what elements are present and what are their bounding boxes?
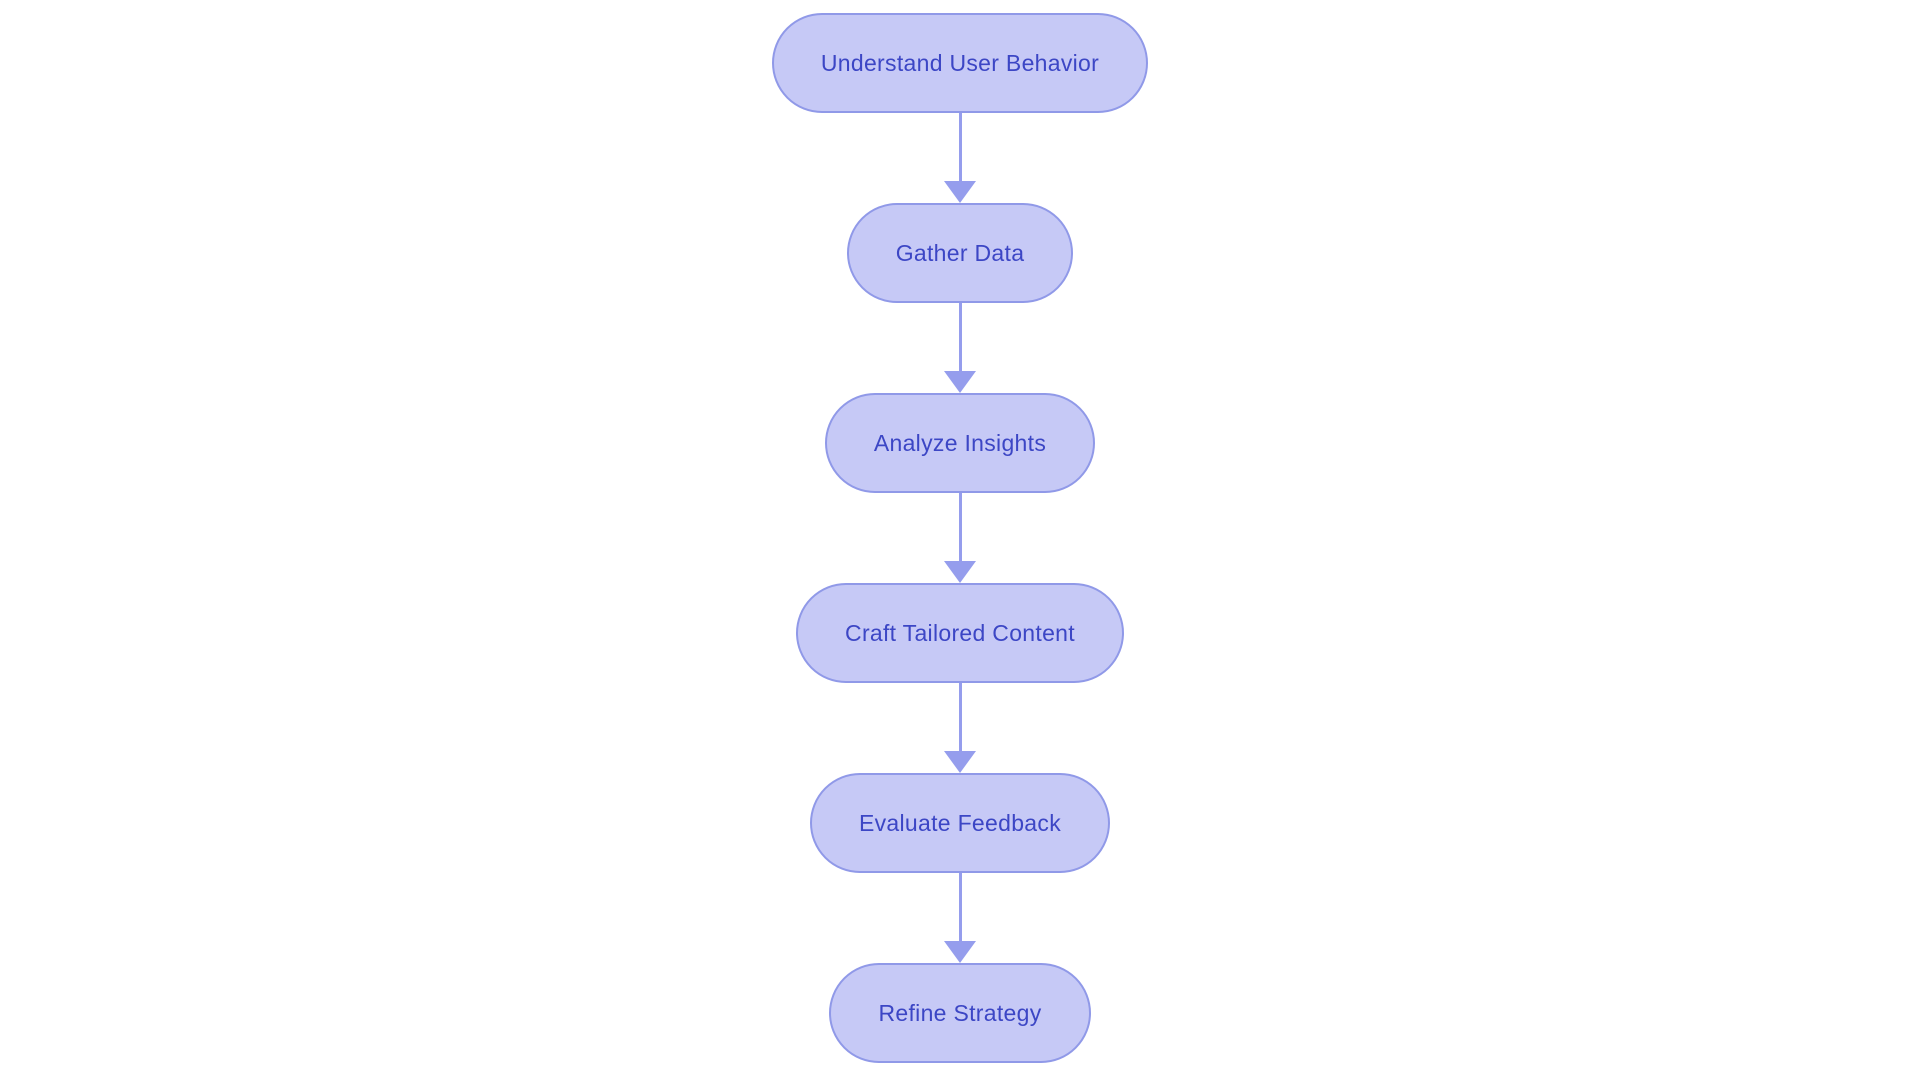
arrow-head-icon [944, 181, 976, 203]
arrow-line [958, 683, 962, 751]
arrow-head-icon [944, 371, 976, 393]
arrow-line [958, 873, 962, 941]
flow-connector-1 [944, 113, 976, 203]
flow-node-understand-user-behavior: Understand User Behavior [771, 13, 1149, 113]
arrow-head-icon [944, 941, 976, 963]
arrow-line [958, 493, 962, 561]
arrow-line [958, 303, 962, 371]
flow-node-analyze-insights: Analyze Insights [824, 393, 1096, 493]
arrow-head-icon [944, 751, 976, 773]
flow-connector-3 [944, 493, 976, 583]
flow-node-evaluate-feedback: Evaluate Feedback [809, 773, 1110, 873]
flow-connector-4 [944, 683, 976, 773]
flow-node-refine-strategy: Refine Strategy [829, 963, 1091, 1063]
flow-connector-5 [944, 873, 976, 963]
flow-connector-2 [944, 303, 976, 393]
arrow-head-icon [944, 561, 976, 583]
arrow-line [958, 113, 962, 181]
flow-node-gather-data: Gather Data [846, 203, 1074, 303]
flow-node-craft-tailored-content: Craft Tailored Content [796, 583, 1124, 683]
